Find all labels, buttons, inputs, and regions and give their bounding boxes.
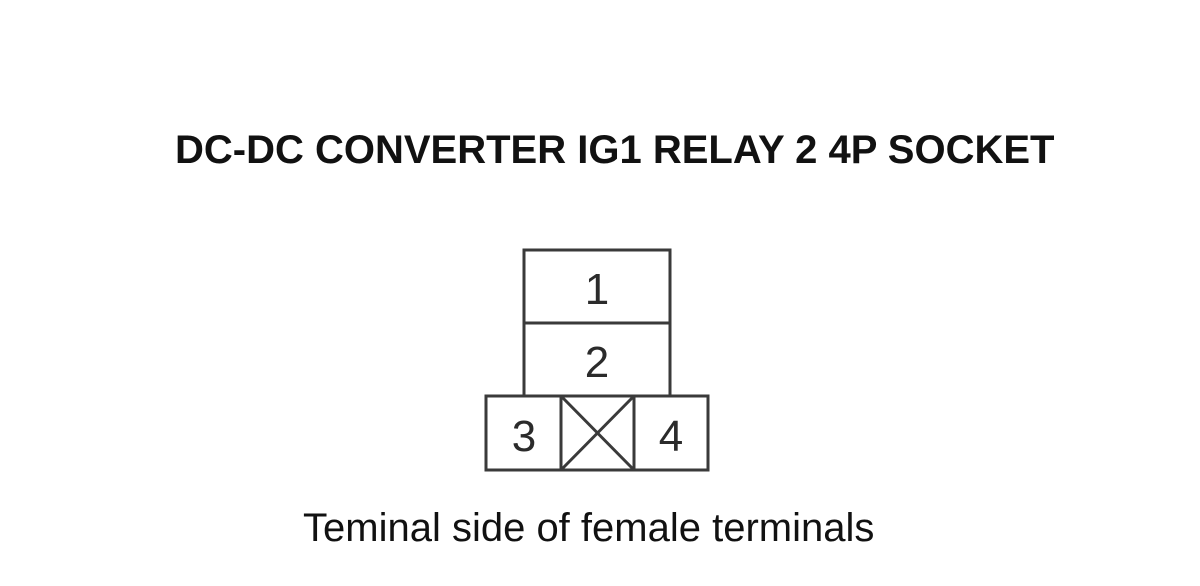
lower-cavity-block <box>484 394 710 472</box>
empty-cavity-cross <box>559 394 636 472</box>
diagram-title: DC-DC CONVERTER IG1 RELAY 2 4P SOCKET <box>175 128 1055 172</box>
terminal-3-label: 3 <box>512 412 536 461</box>
terminal-1-label: 1 <box>585 265 609 314</box>
view-caption: Teminal side of female terminals <box>303 506 875 550</box>
terminal-4-label: 4 <box>659 412 683 461</box>
terminal-2-label: 2 <box>585 338 609 387</box>
